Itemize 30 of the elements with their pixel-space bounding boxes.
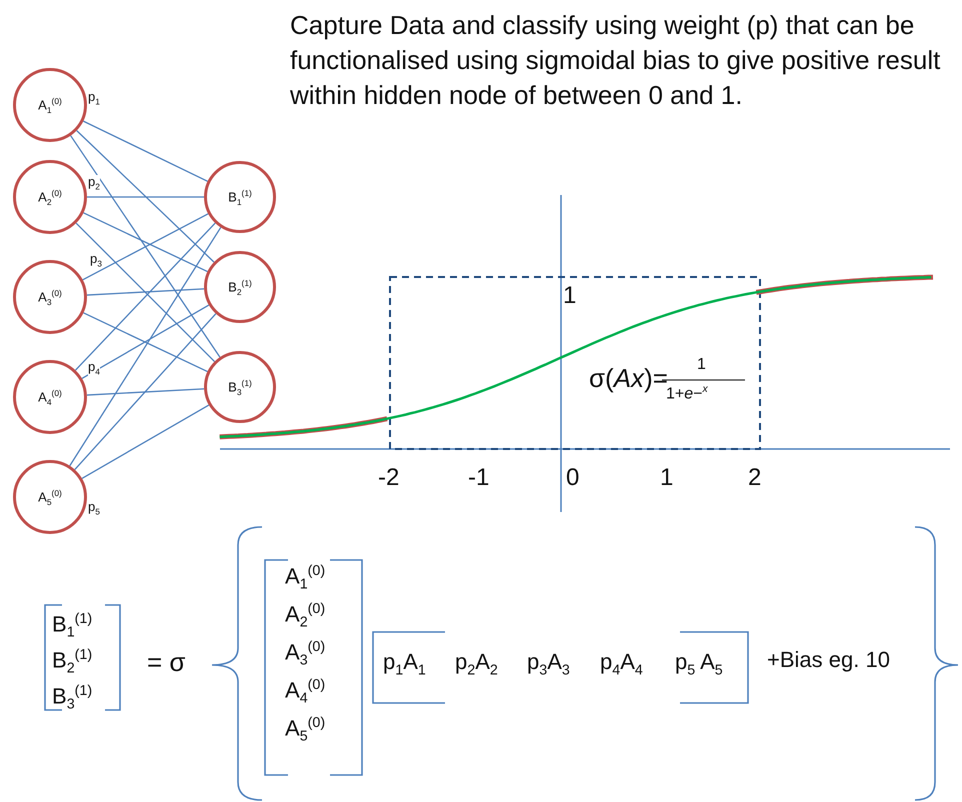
tick-label: 0 <box>566 465 580 492</box>
connection-line <box>83 120 208 182</box>
neuron-circle <box>204 251 276 323</box>
connection-line <box>74 313 216 470</box>
connection-line <box>82 404 210 480</box>
matrix-entry: p$_{1}$A$_{1}$ <box>383 650 426 680</box>
connection-line <box>86 388 204 396</box>
connection-line <box>70 135 220 358</box>
tick-label: 2 <box>748 465 762 492</box>
connection-line <box>69 227 222 466</box>
heading-text: Capture Data and classify using weight (p) that can be functionalised using sigmoidal bias to give positive result within hidden node of between 0 and 1. <box>290 9 942 112</box>
matrix-entry: p$_{4}$A$_{4}$ <box>600 650 643 680</box>
connection-line <box>87 196 204 198</box>
fraction-numerator: 1 <box>697 356 706 374</box>
fraction-denominator: 1+e−$^{x}$ <box>666 384 708 403</box>
weight-label: p$_{2}$ <box>88 175 100 192</box>
connection-line <box>86 288 204 296</box>
connection-line <box>76 130 214 263</box>
matrix-entry: p$_{2}$A$_{2}$ <box>455 650 498 680</box>
matrix-entry: p$_{5}$ A$_{5}$ <box>675 650 723 680</box>
axis-value: 1 <box>563 283 576 310</box>
formula-text: σ(Ax)= <box>589 364 668 393</box>
tick-label: -2 <box>378 465 400 492</box>
connection-line <box>83 312 208 372</box>
matrix-entry: p$_{3}$A$_{3}$ <box>527 650 570 680</box>
tick-label: 1 <box>660 465 674 492</box>
equals-sigma: = σ <box>147 648 186 677</box>
bias-term: +Bias eg. 10 <box>767 648 890 672</box>
connection-line <box>82 304 210 380</box>
tick-label: -1 <box>468 465 490 492</box>
